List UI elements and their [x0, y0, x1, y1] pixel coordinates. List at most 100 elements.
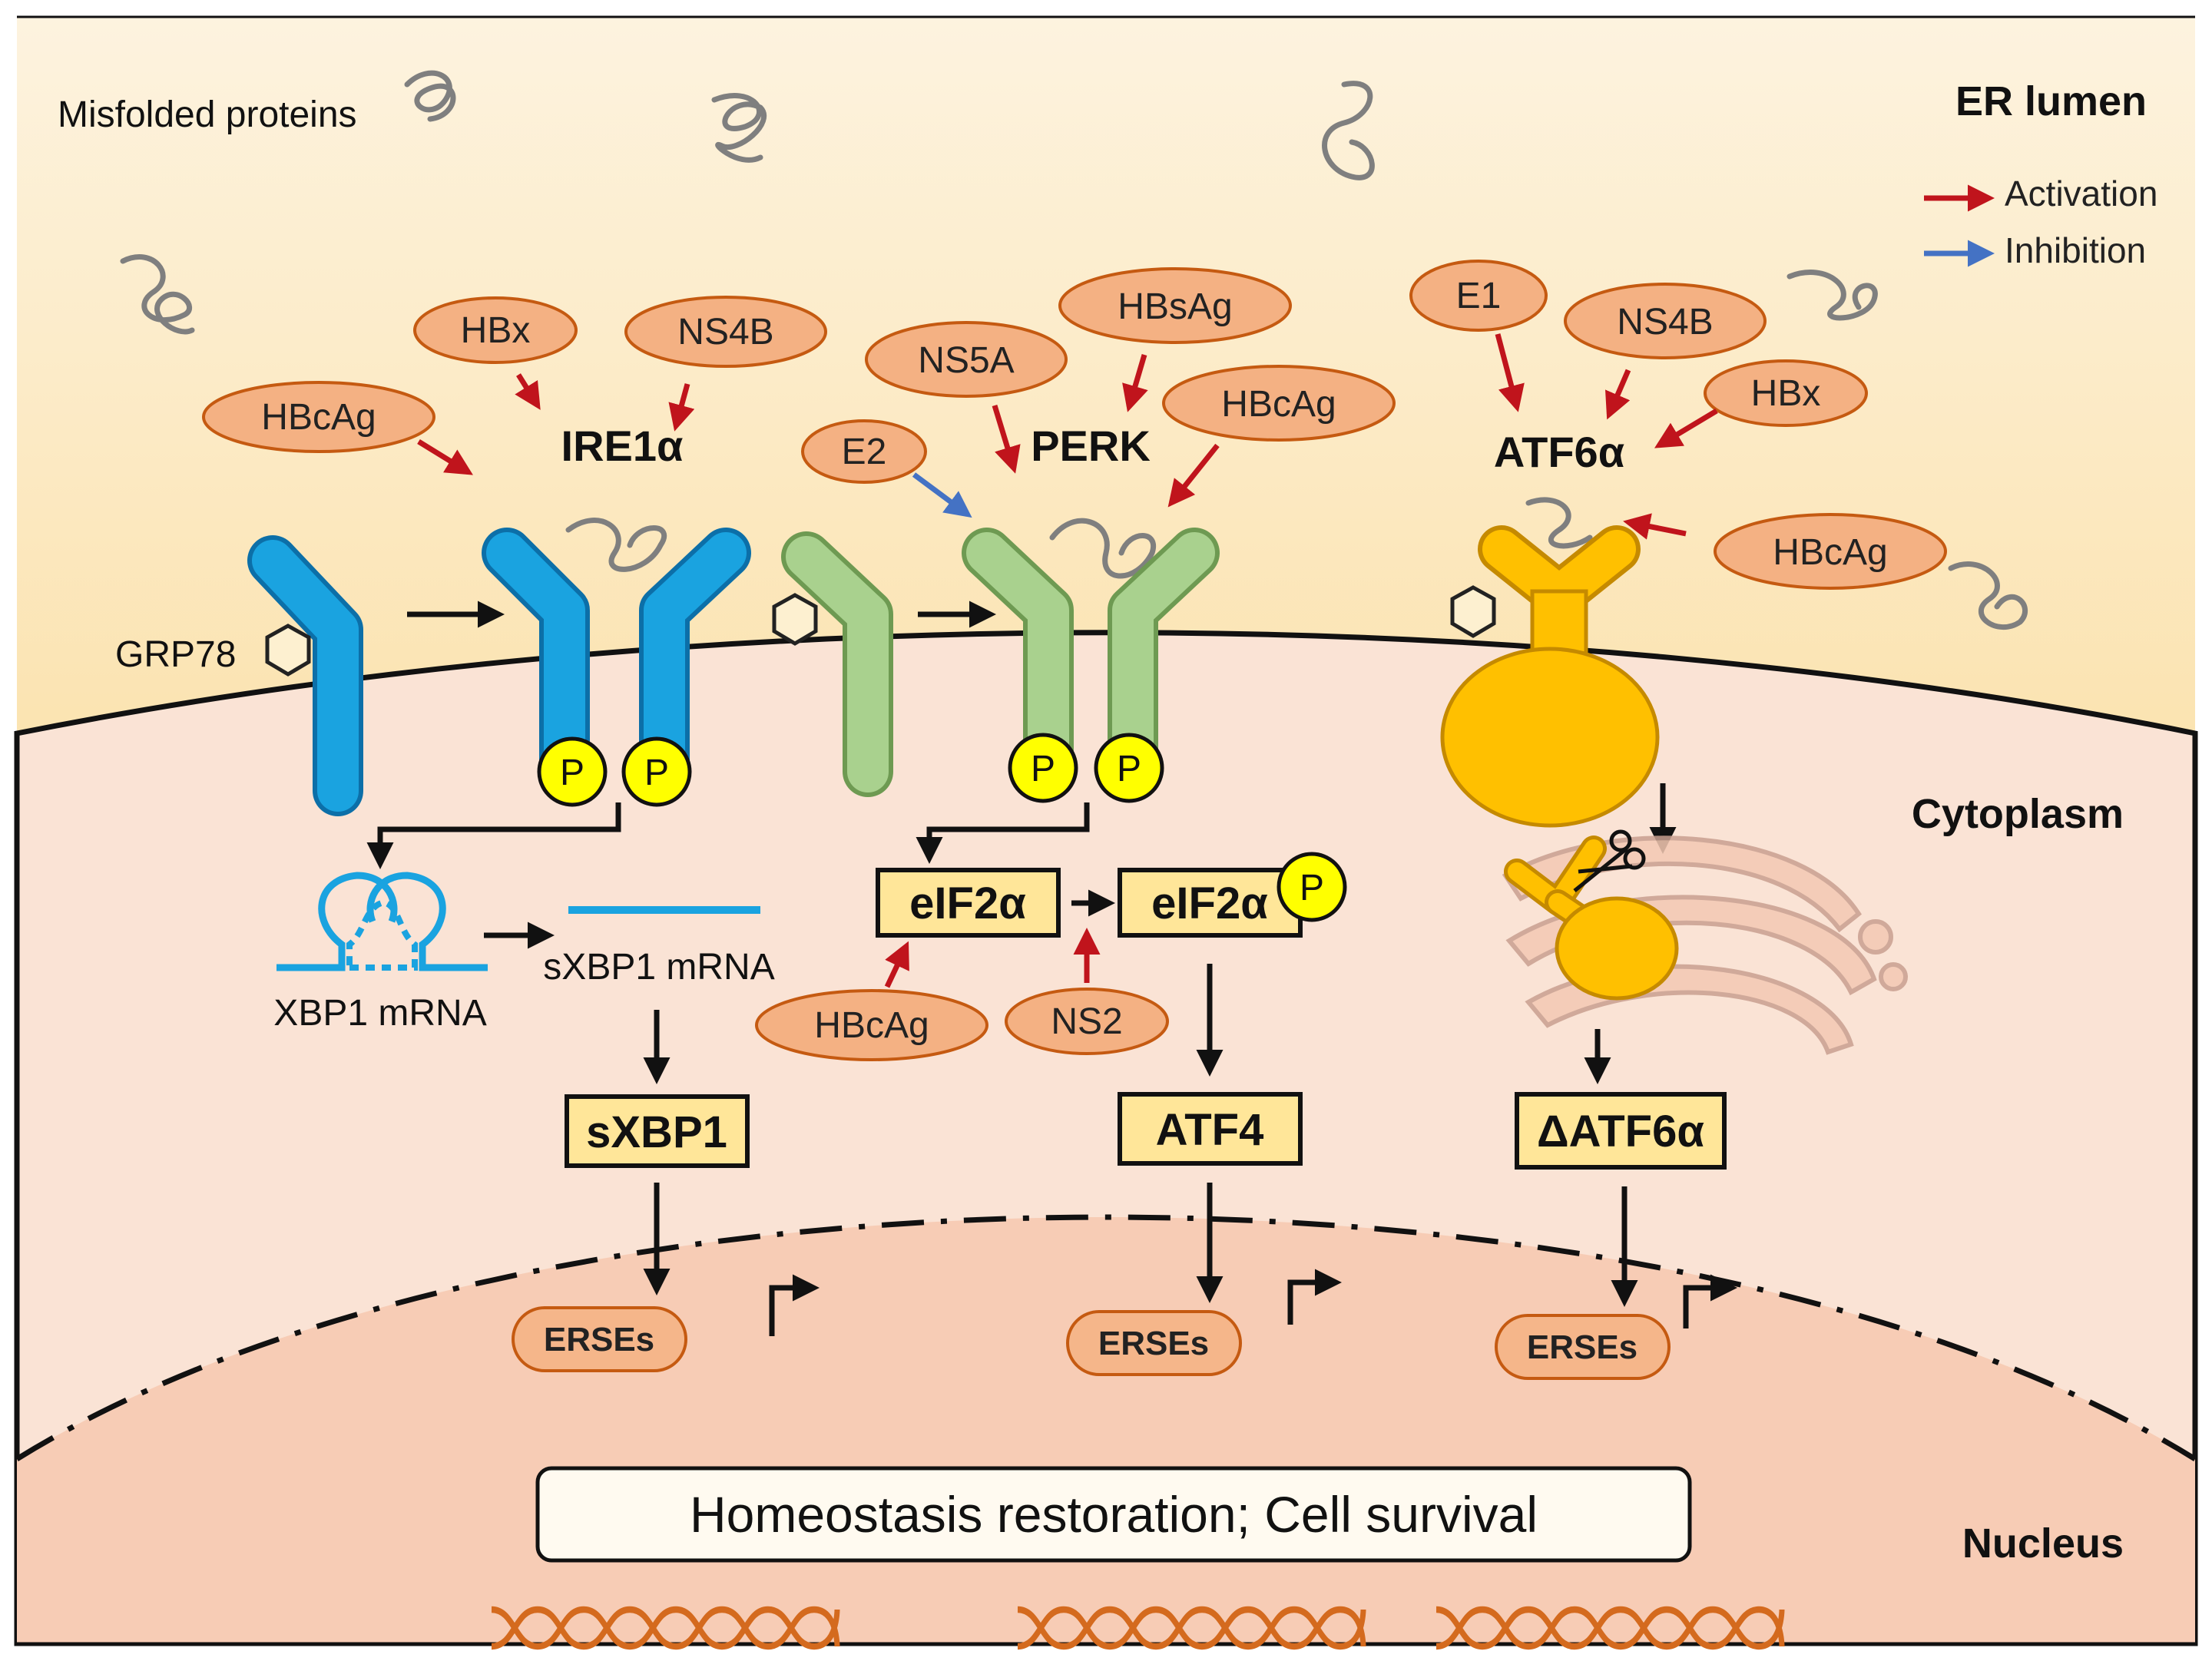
ire1-splicing-arrow — [366, 802, 621, 869]
atf6-cleavage-icon — [1504, 829, 1679, 1001]
perk-phosphorylation-arrow — [916, 802, 1090, 864]
viral-ns4b-ire1: NS4B — [624, 296, 827, 368]
svg-text:HBcAg: HBcAg — [814, 1005, 929, 1046]
svg-text:P: P — [560, 753, 584, 793]
viral-e2-perk: E2 — [801, 419, 927, 484]
er-lumen-label: ER lumen — [1955, 78, 2147, 124]
viral-hbsag-perk: HBsAg — [1058, 267, 1292, 344]
misfolded-protein-icon — [711, 93, 767, 163]
erses-right: ERSEs — [1495, 1314, 1671, 1380]
perk-phospho-right: P — [1094, 733, 1164, 803]
viral-ns4b-atf6: NS4B — [1564, 283, 1767, 359]
legend-activation-label: Activation — [2005, 174, 2157, 213]
atf4-box: ATF4 — [1118, 1092, 1303, 1166]
atf6-precursor — [1440, 525, 1660, 828]
svg-text:P: P — [1117, 749, 1141, 789]
eif2a-phospho: P — [1277, 852, 1347, 922]
datf6a-box: ΔATF6α — [1515, 1092, 1727, 1170]
transcription-start-arrow-middle — [1287, 1269, 1342, 1325]
grp78-label: GRP78 — [115, 634, 236, 675]
sxbp1-box: sXBP1 — [565, 1094, 750, 1168]
legend: Activation Inhibition — [1924, 174, 2157, 270]
ire1a-label: IRE1α — [561, 422, 684, 470]
svg-text:E2: E2 — [842, 432, 887, 472]
svg-text:HBx: HBx — [461, 310, 531, 351]
outcome-box: Homeostasis restoration; Cell survival — [535, 1466, 1692, 1563]
svg-text:NS2: NS2 — [1051, 1001, 1122, 1042]
misfolded-protein-icon — [1322, 81, 1375, 180]
svg-text:HBx: HBx — [1751, 373, 1821, 414]
svg-text:ΔATF6α: ΔATF6α — [1537, 1107, 1704, 1156]
svg-text:eIF2α: eIF2α — [1151, 878, 1268, 928]
misfolded-protein-icon — [1525, 497, 1593, 549]
hbcag-perk-activation-arrow — [1167, 443, 1220, 508]
misfolded-protein-icon — [565, 518, 667, 572]
e1-atf6-activation-arrow — [1495, 333, 1525, 412]
svg-text:E1: E1 — [1456, 276, 1502, 316]
hbcag-atf6-activation-arrow — [1623, 513, 1687, 540]
ire1-phospho-right: P — [621, 736, 692, 807]
misfolded-protein-squiggles — [120, 70, 2028, 630]
erses-middle: ERSEs — [1066, 1310, 1242, 1376]
misfolded-protein-icon — [1786, 270, 1878, 321]
svg-text:HBsAg: HBsAg — [1118, 286, 1232, 327]
hbcag-eif2a-activation-arrow — [884, 941, 909, 988]
viral-hbx-ire1: HBx — [413, 296, 578, 364]
svg-text:HBcAg: HBcAg — [261, 397, 376, 438]
svg-text:eIF2α: eIF2α — [909, 878, 1026, 928]
misfolded-protein-icon — [1049, 518, 1157, 579]
outcome-text: Homeostasis restoration; Cell survival — [690, 1486, 1538, 1543]
svg-text:HBcAg: HBcAg — [1221, 384, 1336, 425]
viral-ns2-eif2: NS2 — [1005, 988, 1169, 1055]
sxbp1-mrna-label: sXBP1 mRNA — [543, 947, 774, 988]
dna-right-icon — [1435, 1606, 1785, 1650]
xbp1-mrna-icon — [276, 872, 488, 971]
hbx-atf6-activation-arrow — [1654, 408, 1718, 448]
transcription-start-arrow-left — [769, 1274, 820, 1336]
viral-hbx-atf6: HBx — [1704, 359, 1868, 427]
viral-ns5a-perk: NS5A — [865, 321, 1068, 398]
svg-text:P: P — [1031, 749, 1055, 789]
cytoplasm-label: Cytoplasm — [1912, 791, 2124, 837]
svg-text:HBcAg: HBcAg — [1773, 532, 1887, 573]
svg-text:ERSEs: ERSEs — [544, 1321, 654, 1358]
erses-left: ERSEs — [512, 1306, 687, 1372]
legend-inhibition-label: Inhibition — [2005, 230, 2146, 270]
eif2a-p-box: eIF2α — [1118, 868, 1303, 938]
svg-text:P: P — [1300, 868, 1324, 908]
hbx-ire1-activation-arrow — [515, 373, 541, 410]
ns4b-atf6-activation-arrow — [1605, 369, 1631, 420]
grp78-icon — [1450, 585, 1496, 638]
scissors-icon — [1573, 829, 1646, 892]
xbp1-mrna-label: XBP1 mRNA — [273, 993, 486, 1034]
svg-text:NS4B: NS4B — [1617, 302, 1713, 342]
misfolded-proteins-label: Misfolded proteins — [58, 94, 357, 135]
transcription-start-arrow-right — [1683, 1274, 1737, 1328]
svg-text:ERSEs: ERSEs — [1098, 1325, 1209, 1362]
nucleus-label: Nucleus — [1962, 1520, 2124, 1567]
dna-left-icon — [491, 1606, 840, 1650]
misfolded-protein-icon — [120, 254, 195, 335]
svg-text:NS5A: NS5A — [918, 340, 1014, 381]
perk-phospho-left: P — [1008, 733, 1078, 803]
viral-hbcag-eif2: HBcAg — [755, 989, 988, 1061]
svg-text:P: P — [644, 753, 669, 793]
misfolded-protein-icon — [1948, 561, 2028, 630]
viral-hbcag-ire1: HBcAg — [202, 381, 435, 453]
viral-hbcag-perk: HBcAg — [1162, 365, 1396, 442]
viral-hbcag-atf6: HBcAg — [1714, 513, 1947, 590]
ns4b-ire1-activation-arrow — [668, 383, 695, 432]
ire1-phospho-left: P — [537, 736, 608, 807]
e2-perk-inhibition-arrow — [912, 472, 972, 518]
dna-middle-icon — [1017, 1606, 1366, 1650]
ire1-active-dimer — [482, 528, 751, 793]
hbsag-perk-activation-arrow — [1122, 354, 1148, 412]
perk-active-dimer — [962, 528, 1220, 786]
svg-text:ATF4: ATF4 — [1156, 1105, 1264, 1155]
ns5a-perk-activation-arrow — [992, 404, 1021, 474]
svg-text:NS4B: NS4B — [677, 312, 773, 352]
svg-text:sXBP1: sXBP1 — [586, 1107, 727, 1157]
svg-text:ERSEs: ERSEs — [1527, 1328, 1637, 1366]
ire1-inactive — [247, 535, 363, 816]
